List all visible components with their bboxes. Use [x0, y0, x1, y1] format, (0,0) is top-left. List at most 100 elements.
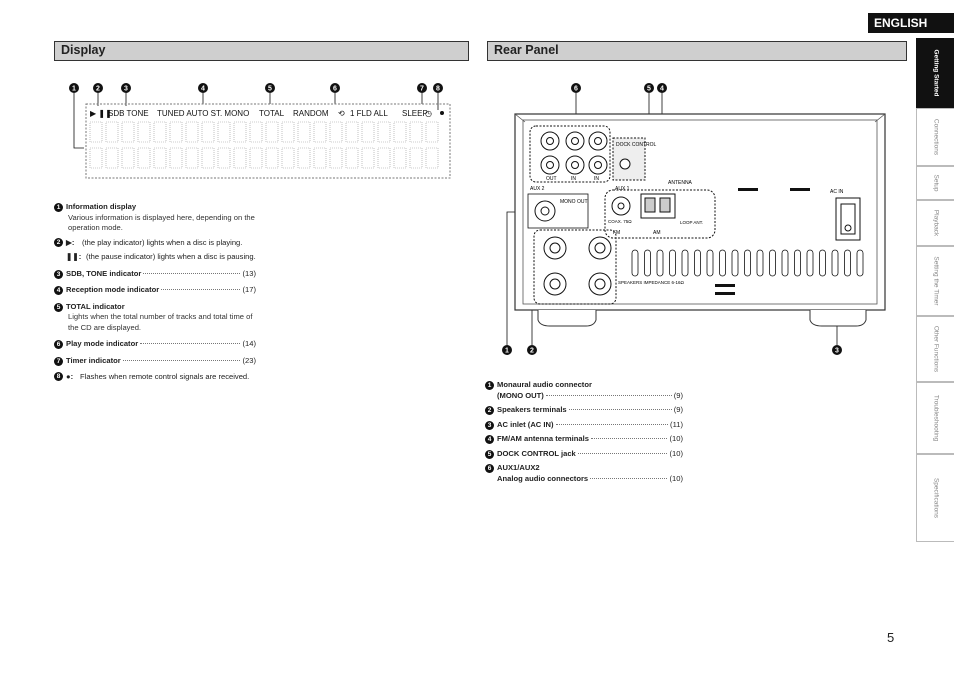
display-item-2: 2▶:(the play indicator) lights when a di…: [54, 237, 256, 249]
side-nav-setting-the-timer[interactable]: Setting the Timer: [916, 246, 954, 316]
callout-4: 4: [657, 83, 667, 93]
vent-slot: [631, 249, 639, 277]
lcd-cell: [377, 121, 391, 143]
lcd-cell: [265, 121, 279, 143]
dock-control-label: DOCK CONTROL: [616, 142, 657, 148]
callout-7: 7: [417, 83, 427, 93]
lcd-cell: [249, 121, 263, 143]
rear-callouts: 6 5 4 1 2 3: [502, 83, 842, 355]
lcd-cell: [345, 147, 359, 169]
out-label: OUT: [546, 176, 557, 182]
vent-slot: [769, 249, 776, 277]
lcd-character-cells: [89, 121, 439, 169]
vent-slot: [744, 249, 751, 277]
vent-slot: [756, 249, 764, 277]
lcd-cell: [313, 121, 327, 143]
rear-item-6-sub: Analog audio connectors(10): [497, 473, 683, 483]
lcd-cell: [329, 121, 343, 143]
svg-text:3: 3: [124, 86, 128, 93]
side-nav-setup[interactable]: Setup: [916, 166, 954, 200]
side-nav-label: Other Functions: [932, 325, 939, 373]
callout-8: 8: [433, 83, 443, 93]
lcd-cell: [281, 147, 295, 169]
rear-panel-section-title: Rear Panel: [487, 41, 907, 61]
svg-text:5: 5: [268, 86, 272, 93]
play-pause-indicator: ▶ ❚❚: [90, 109, 112, 118]
side-nav-label: Troubleshooting: [932, 394, 939, 442]
loop-ant-label: LOOP ANT.: [680, 220, 703, 225]
lcd-cell: [185, 121, 199, 143]
lcd-display-diagram: 1 2 3 4 5 6 7 8 ▶ ❚❚ SDB TONE TUNED AUTO…: [69, 83, 451, 179]
lcd-cell: [409, 121, 423, 143]
remote-signal-icon: [440, 111, 444, 115]
ventilation-slots: [631, 249, 864, 277]
display-section-title: Display: [54, 41, 469, 61]
lcd-cell: [297, 121, 311, 143]
mono-out-label: MONO OUT: [560, 199, 588, 205]
svg-text:6: 6: [574, 86, 578, 93]
lcd-cell: [121, 121, 135, 143]
lcd-cell: [105, 147, 119, 169]
side-nav-playback[interactable]: Playback: [916, 200, 954, 246]
lcd-cell: [265, 147, 279, 169]
aux1-label: AUX 1: [615, 186, 630, 192]
lcd-cell: [377, 147, 391, 169]
coax-label: COAX. 75Ω: [608, 219, 632, 224]
svg-text:2: 2: [96, 86, 100, 93]
speakers-label: SPEAKERS IMPEDANCE 6-16Ω: [618, 280, 685, 285]
callout-3: 3: [121, 83, 131, 93]
repeat-icon: ⟲: [338, 109, 345, 118]
in1-label: IN: [571, 176, 576, 182]
callout-1: 1: [502, 345, 512, 355]
lcd-cell: [137, 147, 151, 169]
side-nav-connections[interactable]: Connections: [916, 108, 954, 166]
language-tab: ENGLISH: [868, 13, 954, 33]
vent-slot: [694, 249, 701, 277]
callout-5: 5: [265, 83, 275, 93]
vent-slot: [669, 249, 676, 277]
vent-slot: [781, 249, 789, 277]
lcd-cell: [313, 147, 327, 169]
side-nav-getting-started[interactable]: Getting Started: [916, 38, 954, 108]
svg-text:6: 6: [333, 86, 337, 93]
lcd-cell: [361, 147, 375, 169]
side-nav-label: Getting Started: [932, 49, 939, 97]
vent-slot: [706, 249, 714, 277]
side-nav-troubleshooting[interactable]: Troubleshooting: [916, 382, 954, 454]
antenna-label: ANTENNA: [668, 180, 693, 186]
display-item-5-desc: Lights when the total number of tracks a…: [68, 312, 253, 332]
side-nav-other-functions[interactable]: Other Functions: [916, 316, 954, 382]
lcd-cell: [393, 147, 407, 169]
vent-slot: [681, 249, 689, 277]
lcd-callouts: 1 2 3 4 5 6 7 8: [69, 83, 443, 93]
svg-text:3: 3: [835, 348, 839, 355]
lcd-cell: [89, 121, 103, 143]
svg-text:4: 4: [201, 86, 205, 93]
lcd-cell: [153, 121, 167, 143]
sdb-tone-indicator: SDB TONE: [108, 109, 149, 118]
side-nav-label: Specifications: [932, 477, 939, 519]
svg-text:4: 4: [660, 86, 664, 93]
vent-slot: [794, 249, 801, 277]
vent-slot: [819, 249, 826, 277]
timer-icon: ◷: [425, 109, 432, 118]
vent-slot: [731, 249, 739, 277]
side-nav-specifications[interactable]: Specifications: [916, 454, 954, 542]
lcd-cell: [169, 147, 183, 169]
lcd-cell: [393, 121, 407, 143]
am-label: AM: [653, 230, 661, 236]
vent-slot: [844, 249, 851, 277]
callout-5: 5: [644, 83, 654, 93]
side-nav-label: Setting the Timer: [932, 256, 939, 306]
lcd-cell: [425, 121, 439, 143]
